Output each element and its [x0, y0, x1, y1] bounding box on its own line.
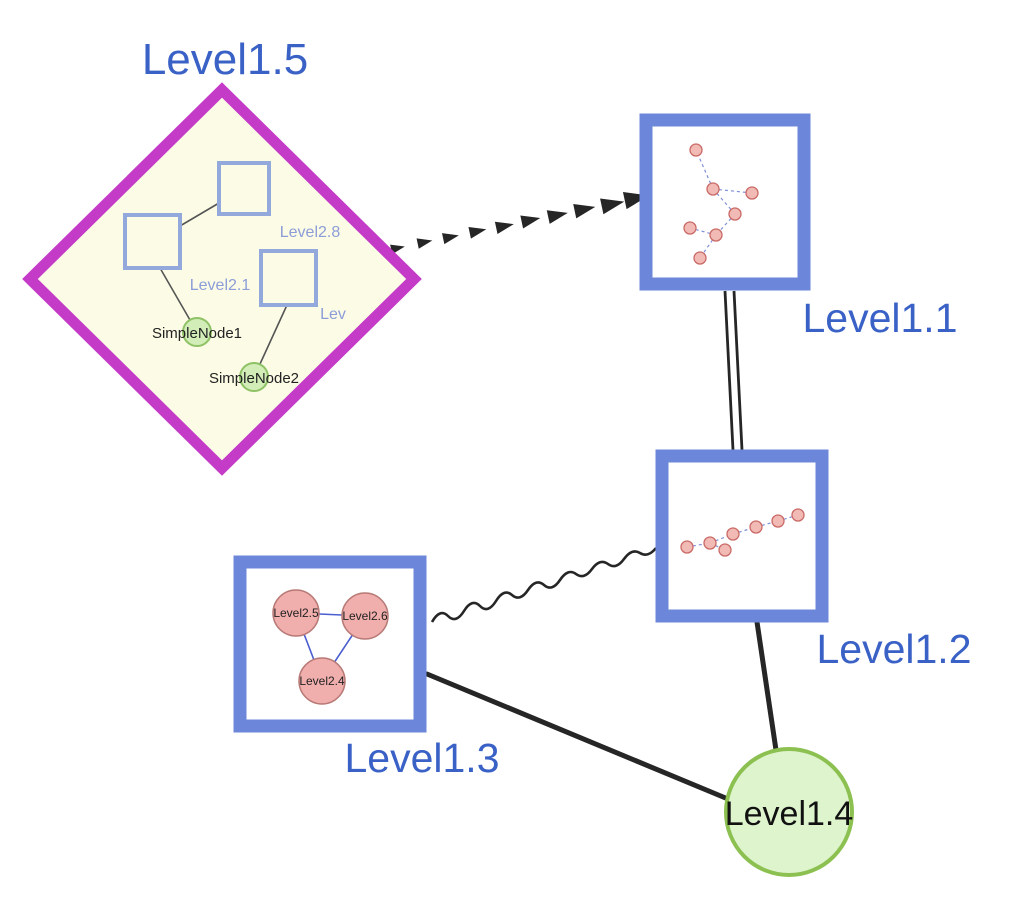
edge-level15-level11[interactable] — [390, 187, 651, 255]
arrowhead — [573, 203, 596, 219]
arrowhead — [442, 233, 459, 245]
node-level15-label: Level1.5 — [142, 35, 308, 84]
level11-mini-node[interactable] — [745, 186, 759, 200]
level12-mini-node[interactable] — [749, 520, 763, 534]
level11-mini-edge — [715, 213, 736, 236]
node-level14[interactable] — [724, 747, 854, 877]
node-level21[interactable] — [123, 213, 182, 270]
node-simplenode1[interactable] — [182, 317, 212, 347]
edge-level21-simplenode1 — [159, 267, 191, 321]
edge-level13-level14[interactable] — [424, 671, 731, 802]
level11-mini-node[interactable] — [706, 182, 720, 196]
double-line-left — [723, 290, 735, 451]
node-level25[interactable] — [272, 589, 320, 637]
arrowhead — [494, 221, 514, 235]
level11-mini-edge — [689, 227, 717, 236]
level15-diamond[interactable] — [22, 82, 422, 476]
node-simplenode2-label: SimpleNode2 — [209, 370, 299, 387]
level11-mini-node[interactable] — [683, 221, 697, 235]
node-level25-label: Level2.5 — [273, 606, 319, 620]
group-node-level13: Level2.5 Level2.6 Level2.4 Level1.3 — [233, 555, 500, 781]
node-level24-label: Level2.4 — [299, 674, 345, 688]
edge-level12-level14[interactable] — [754, 619, 779, 753]
level12-mini-node[interactable] — [771, 514, 785, 528]
node-simplenode1-label: SimpleNode1 — [152, 325, 242, 342]
group-node-level11: Level1.1 — [639, 113, 958, 341]
node-level21-label: Level2.1 — [190, 277, 251, 294]
arrowhead — [468, 226, 487, 239]
level11-mini-edge — [695, 149, 714, 190]
node-level24[interactable] — [298, 657, 346, 705]
edge-level13-level12[interactable] — [430, 547, 658, 623]
level12-mini-node[interactable] — [703, 536, 717, 550]
node-level26[interactable] — [341, 592, 389, 640]
node-level13-label: Level1.3 — [344, 735, 499, 781]
level12-mini-node[interactable] — [718, 543, 732, 557]
level12-mini-node[interactable] — [726, 527, 740, 541]
level11-box[interactable] — [639, 113, 811, 291]
node-level11-label: Level1.1 — [802, 295, 957, 341]
arrowhead — [520, 215, 541, 229]
level11-mini-node[interactable] — [689, 143, 703, 157]
node-lev-label: Lev — [320, 306, 346, 323]
group-node-level14: Level1.4 — [724, 747, 854, 877]
level11-mini-node[interactable] — [728, 207, 742, 221]
level12-mini-node[interactable] — [791, 508, 805, 522]
edge-level11-level12[interactable] — [723, 290, 744, 451]
arrowhead — [600, 198, 625, 215]
level13-box[interactable] — [233, 555, 427, 733]
node-level28[interactable] — [217, 161, 271, 216]
node-level26-label: Level2.6 — [342, 609, 388, 623]
node-lev[interactable] — [259, 249, 318, 307]
node-level14-label: Level1.4 — [725, 795, 854, 833]
level11-mini-node[interactable] — [709, 228, 723, 242]
double-line-right — [732, 290, 744, 451]
level12-box[interactable] — [655, 449, 829, 623]
arrowhead — [546, 210, 568, 224]
edge-lev-simplenode2 — [259, 304, 288, 365]
node-level28-label: Level2.8 — [280, 224, 341, 241]
level11-mini-node[interactable] — [693, 251, 707, 265]
node-level12-label: Level1.2 — [816, 626, 971, 672]
group-node-level15: Level2.8 Level2.1 Lev SimpleNode1 Simple… — [22, 35, 422, 476]
level11-mini-edge — [699, 234, 717, 259]
edge-level21-level28 — [179, 202, 220, 227]
node-simplenode2[interactable] — [239, 362, 269, 392]
level12-mini-node[interactable] — [680, 540, 694, 554]
group-node-level12: Level1.2 — [655, 449, 972, 672]
arrowhead — [416, 238, 433, 249]
